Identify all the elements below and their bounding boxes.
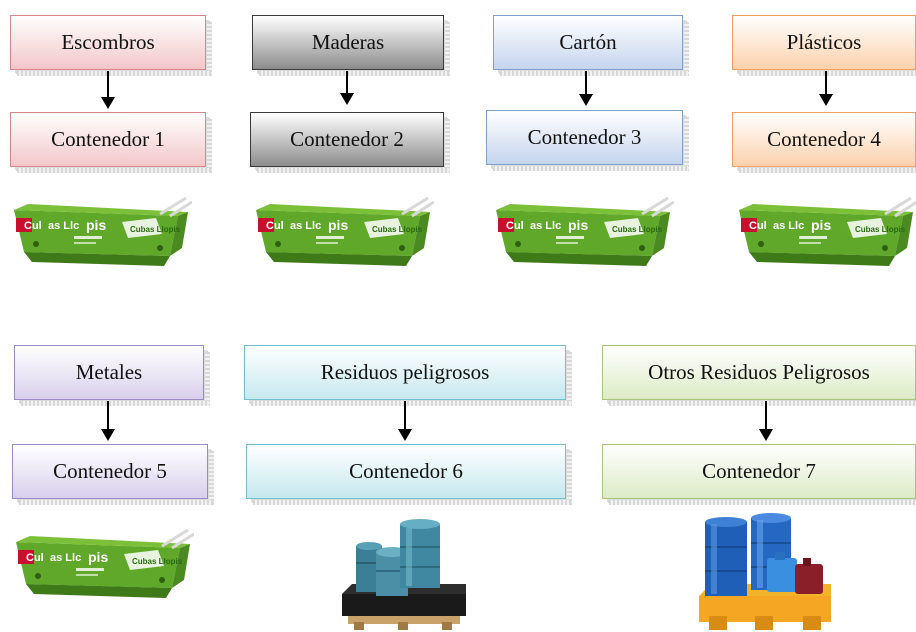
svg-text:Cul: Cul xyxy=(266,220,284,232)
drums-black-pallet-image xyxy=(340,518,470,632)
material-label: Plásticos xyxy=(786,30,862,54)
svg-text:Cubas Llopis: Cubas Llopis xyxy=(132,557,183,566)
container-label: Contenedor 4 xyxy=(767,127,881,151)
material-label: Otros Residuos Peligrosos xyxy=(648,360,870,384)
container-box-5: Contenedor 5 xyxy=(12,444,214,505)
container-label: Contenedor 7 xyxy=(702,459,816,483)
svg-text:Cubas Llopis: Cubas Llopis xyxy=(130,225,181,234)
material-box-otros-residuos-peligrosos: Otros Residuos Peligrosos xyxy=(602,345,916,406)
container-label: Contenedor 1 xyxy=(51,127,165,151)
material-label: Cartón xyxy=(559,30,617,54)
svg-text:Cul: Cul xyxy=(24,220,42,232)
container-box-2: Contenedor 2 xyxy=(250,112,450,173)
svg-text:pis: pis xyxy=(88,549,108,565)
svg-text:Cul: Cul xyxy=(506,220,524,232)
svg-text:as Llc: as Llc xyxy=(773,220,804,232)
skip-container-image-4: Cul as Llc pis Cubas Llopis xyxy=(735,196,916,274)
arrow-down xyxy=(101,71,115,109)
arrow-down xyxy=(819,71,833,106)
container-box-7: Contenedor 7 xyxy=(602,444,916,505)
arrow-down xyxy=(398,401,412,441)
container-label: Contenedor 2 xyxy=(290,127,404,151)
svg-text:Cul: Cul xyxy=(26,552,44,564)
arrow-down xyxy=(579,71,593,106)
skip-container-image-5: Cul as Llc pis Cubas Llopis xyxy=(12,528,194,606)
svg-text:pis: pis xyxy=(811,217,831,233)
material-box-carton: Cartón xyxy=(493,15,689,76)
arrow-down xyxy=(101,401,115,441)
material-label: Residuos peligrosos xyxy=(320,360,490,384)
svg-text:Cul: Cul xyxy=(749,220,767,232)
arrow-down xyxy=(340,71,354,105)
material-box-plasticos: Plásticos xyxy=(732,15,916,76)
svg-text:pis: pis xyxy=(86,217,106,233)
container-label: Contenedor 6 xyxy=(349,459,463,483)
container-box-3: Contenedor 3 xyxy=(486,110,689,171)
svg-text:Cubas Llopis: Cubas Llopis xyxy=(612,225,663,234)
skip-container-image-3: Cul as Llc pis Cubas Llopis xyxy=(492,196,674,274)
svg-text:as Llc: as Llc xyxy=(50,552,81,564)
material-box-metales: Metales xyxy=(14,345,210,406)
container-label: Contenedor 3 xyxy=(527,125,642,149)
material-box-escombros: Escombros xyxy=(10,15,212,76)
material-box-residuos-peligrosos: Residuos peligrosos xyxy=(244,345,572,406)
svg-text:as Llc: as Llc xyxy=(290,220,321,232)
arrow-down xyxy=(759,401,773,441)
material-label: Metales xyxy=(75,360,143,384)
skip-container-image-2: Cul as Llc pis Cubas Llopis xyxy=(252,196,434,274)
material-label: Escombros xyxy=(61,30,155,54)
svg-text:as Llc: as Llc xyxy=(530,220,561,232)
material-label: Maderas xyxy=(311,30,385,54)
container-box-1: Contenedor 1 xyxy=(10,112,212,173)
svg-text:pis: pis xyxy=(328,217,348,233)
skip-container-image-1: Cul as Llc pis Cubas Llopis xyxy=(10,196,192,274)
drums-yellow-pallet-image xyxy=(695,512,835,632)
container-box-4: Contenedor 4 xyxy=(732,112,916,173)
svg-text:Cubas Llopis: Cubas Llopis xyxy=(855,225,906,234)
svg-text:Cubas Llopis: Cubas Llopis xyxy=(372,225,423,234)
container-label: Contenedor 5 xyxy=(53,459,167,483)
container-box-6: Contenedor 6 xyxy=(246,444,572,505)
svg-text:pis: pis xyxy=(568,217,588,233)
svg-text:as Llc: as Llc xyxy=(48,220,79,232)
material-box-maderas: Maderas xyxy=(252,15,450,76)
